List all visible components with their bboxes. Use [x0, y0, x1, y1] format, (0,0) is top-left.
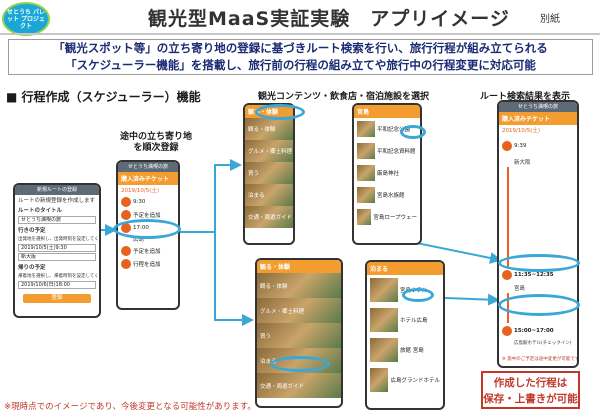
- section-title: ■ 行程作成（スケジューラー）機能: [6, 90, 201, 104]
- phone-new-route: 新規ルートの登録 ルートの新規登録を作成します ルートのタイトル せとうち満喫の…: [13, 183, 101, 318]
- plus-icon: [121, 245, 131, 256]
- start-place-input[interactable]: 新大阪: [18, 253, 96, 261]
- phone-route-result: せとうち満喫の旅 購入済みチケット 2019/10/5(土) 9:39 新大阪 …: [497, 100, 579, 368]
- spot-photo: [357, 209, 372, 225]
- highlight-see: [255, 104, 305, 120]
- label-route-result: ルート検索結果を表示: [480, 92, 571, 102]
- phone-hotel-list: 泊まる 宮島ホテル ホテル広島 旅館 宮島 広島グランドホテル: [365, 260, 445, 410]
- highlight-add-spot: [400, 125, 426, 139]
- category-item-gourmet[interactable]: グルメ・郷土料理: [245, 140, 293, 162]
- hotel-photo: [370, 338, 398, 362]
- add-schedule-button[interactable]: 予定を追加: [133, 212, 161, 219]
- spot-photo: [357, 121, 375, 137]
- category-item-see[interactable]: 観る・体験: [245, 118, 293, 140]
- add-route-button[interactable]: 行程を追加: [133, 261, 161, 268]
- plus-icon: [121, 209, 131, 220]
- phone-category-menu-2: 観る・体験 観る・体験 グルメ・郷土料理 買う 泊まる 交通・周遊ガイド: [255, 258, 343, 408]
- hotel-photo: [370, 308, 398, 332]
- category-item-transport[interactable]: 交通・周遊ガイド: [257, 373, 341, 398]
- spot-photo: [357, 165, 375, 181]
- hotel-photo: [370, 368, 389, 392]
- register-button[interactable]: 登録: [23, 294, 91, 303]
- spot-photo: [357, 143, 375, 159]
- category-item-stay[interactable]: 泊まる: [245, 184, 293, 206]
- header-divider: [0, 33, 600, 35]
- category-item-transport[interactable]: 交通・周遊ガイド: [245, 206, 293, 228]
- attachment-tag: 別紙: [540, 14, 560, 25]
- highlight-stay: [270, 356, 330, 372]
- label-content-select: 観光コンテンツ・飲食店・宿泊施設を選択: [258, 92, 430, 102]
- start-date-input[interactable]: 2019/10/5(土)9:30: [18, 244, 96, 252]
- category-item-see[interactable]: 観る・体験: [257, 273, 341, 298]
- category-item-shop[interactable]: 買う: [257, 323, 341, 348]
- category-item-gourmet[interactable]: グルメ・郷土料理: [257, 298, 341, 323]
- highlight-spot-time: [498, 254, 580, 272]
- train-icon: [502, 141, 512, 151]
- plus-icon: [121, 258, 131, 269]
- banner-line-2: 「スケジューラー機能」を搭載し、旅行前の行程の組み立てや旅行中の行程変更に対応可…: [65, 58, 536, 72]
- saveable-notice: 作成した行程は 保存・上書きが可能: [481, 371, 580, 409]
- phone-category-menu: 観る・体験 観る・体験 グルメ・郷土料理 買う 泊まる 交通・周遊ガイド: [243, 103, 295, 245]
- highlight-hotel-time: [498, 294, 580, 316]
- return-date-input[interactable]: 2019/10/6(日)18:00: [18, 281, 96, 289]
- category-item-shop[interactable]: 買う: [245, 162, 293, 184]
- highlight-add-hotel: [402, 288, 434, 302]
- banner-line-1: 「観光スポット等」の立ち寄り地の登録に基づきルート検索を行い、旅行行程が組み立て…: [53, 41, 548, 55]
- setouchi-palette-logo: せとうち パレット プロジェクト: [2, 2, 50, 36]
- hotel-icon: [502, 326, 512, 336]
- footnote: ※現時点でのイメージであり、今後変更となる可能性があります。: [4, 402, 256, 412]
- summary-banner: 「観光スポット等」の立ち寄り地の登録に基づきルート検索を行い、旅行行程が組み立て…: [8, 39, 593, 75]
- hotel-photo: [370, 278, 398, 302]
- label-stopovers: 途中の立ち寄り地 を順次登録: [120, 132, 193, 153]
- spot-icon: [502, 270, 512, 280]
- highlight-add-schedule: [113, 219, 181, 239]
- spot-photo: [357, 187, 375, 203]
- add-schedule-button-2[interactable]: 予定を追加: [133, 248, 161, 255]
- page-title: 観光型MaaS実証実験 アプリイメージ: [148, 8, 510, 30]
- station-icon: [121, 196, 131, 207]
- route-timeline: [507, 167, 577, 267]
- route-title-input[interactable]: せとうち満喫の旅: [18, 216, 96, 224]
